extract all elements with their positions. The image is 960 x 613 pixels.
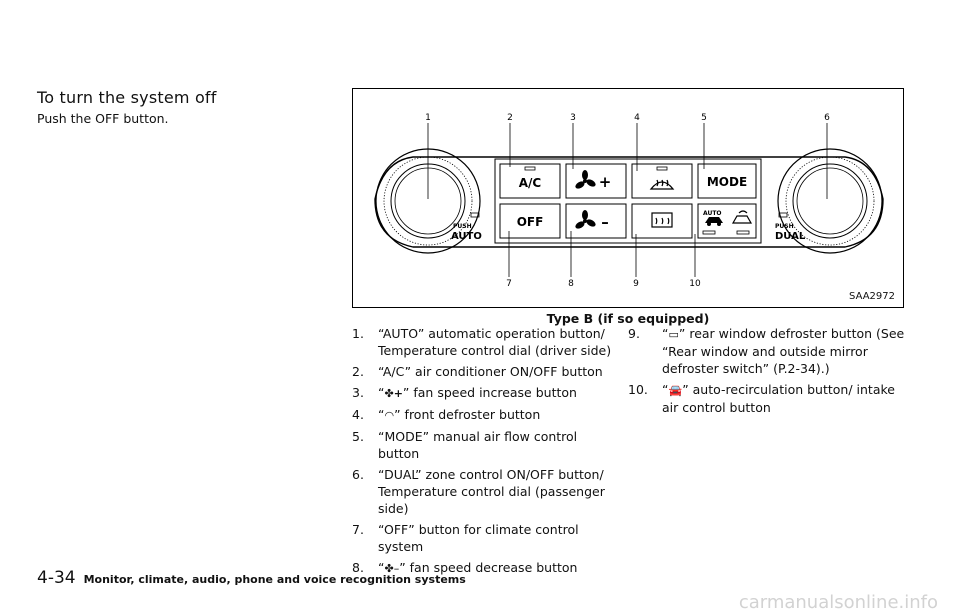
list-item: 10.“🚘” auto-recirculation button/ intake… (628, 382, 895, 415)
figure-code: SAA2972 (849, 291, 895, 302)
fan-minus-icon (575, 210, 596, 229)
chapter-title: Monitor, climate, audio, phone and voice… (83, 573, 466, 586)
rear-defroster-icon (651, 212, 673, 228)
figure-caption: Type B (if so equipped) (546, 311, 710, 326)
rear-defroster-icon: ▭ (668, 328, 679, 341)
callout-8: 8 (568, 279, 574, 289)
climate-panel-diagram: A/C OFF MODE AUTO + – (374, 113, 884, 289)
callout-10: 10 (689, 279, 701, 289)
ac-label: A/C (519, 176, 542, 190)
page-number: 4-34 (37, 568, 76, 588)
rear-defroster-button (631, 203, 693, 239)
list-item: 4.“◠” front defroster button (352, 407, 541, 422)
front-defroster-icon: ◠ (384, 409, 395, 422)
section-title: To turn the system off (37, 88, 217, 107)
page-footer: 4-34 Monitor, climate, audio, phone and v… (37, 568, 466, 588)
auto-small-label: AUTO (703, 210, 722, 217)
callout-5: 5 (701, 113, 707, 123)
off-label: OFF (517, 215, 544, 229)
fan-minus-button (565, 203, 627, 239)
callout-2: 2 (507, 113, 513, 123)
watermark: carmanualsonline.info (738, 592, 938, 613)
list-item: 6.“DUAL” zone control ON/OFF button/ Tem… (352, 467, 605, 516)
fan-plus-button (565, 163, 627, 199)
right-dial (777, 148, 883, 254)
mode-button (697, 163, 757, 199)
left-push-label: PUSH (453, 223, 472, 230)
legend-column-right: 9.“▭” rear window defroster button (See … (628, 325, 913, 420)
callout-4: 4 (634, 113, 640, 123)
callout-1: 1 (425, 113, 431, 123)
fan-minus-icon: ✤– (384, 562, 400, 575)
climate-panel-figure: A/C OFF MODE AUTO + – (352, 88, 904, 308)
mode-label: MODE (707, 175, 747, 189)
intro-text: Push the OFF button. (37, 111, 169, 126)
list-item: 1.“AUTO” automatic operation button/ Tem… (352, 326, 612, 358)
minus-sign: – (601, 213, 609, 231)
callout-6: 6 (824, 113, 830, 123)
right-dual-label: DUAL (775, 231, 806, 242)
left-auto-label: AUTO (451, 231, 482, 242)
list-item: 7.“OFF” button for climate control syste… (352, 522, 579, 554)
intake-air-icon (731, 210, 753, 224)
callout-9: 9 (633, 279, 639, 289)
auto-recirculation-icon: 🚘 (668, 384, 683, 397)
auto-recirculation-icon (705, 217, 723, 226)
plus-sign: + (599, 173, 612, 191)
callout-7: 7 (506, 279, 512, 289)
panel-outline (374, 156, 884, 248)
callout-3: 3 (570, 113, 576, 123)
list-item: 2.“A/C” air conditioner ON/OFF button (352, 364, 603, 379)
front-defroster-icon (649, 179, 675, 190)
legend-column-left: 1.“AUTO” automatic operation button/ Tem… (352, 325, 617, 581)
list-item: 9.“▭” rear window defroster button (See … (628, 326, 905, 376)
fan-plus-icon: ✤+ (384, 387, 403, 400)
list-item: 5.“MODE” manual air flow control button (352, 429, 578, 461)
left-dial (375, 148, 481, 254)
list-item: 3.“✤+” fan speed increase button (352, 385, 577, 400)
fan-plus-icon (575, 170, 596, 189)
list-item: 8.“✤–” fan speed decrease button (352, 560, 578, 575)
off-button (499, 203, 561, 239)
right-push-label: PUSH (775, 223, 794, 230)
